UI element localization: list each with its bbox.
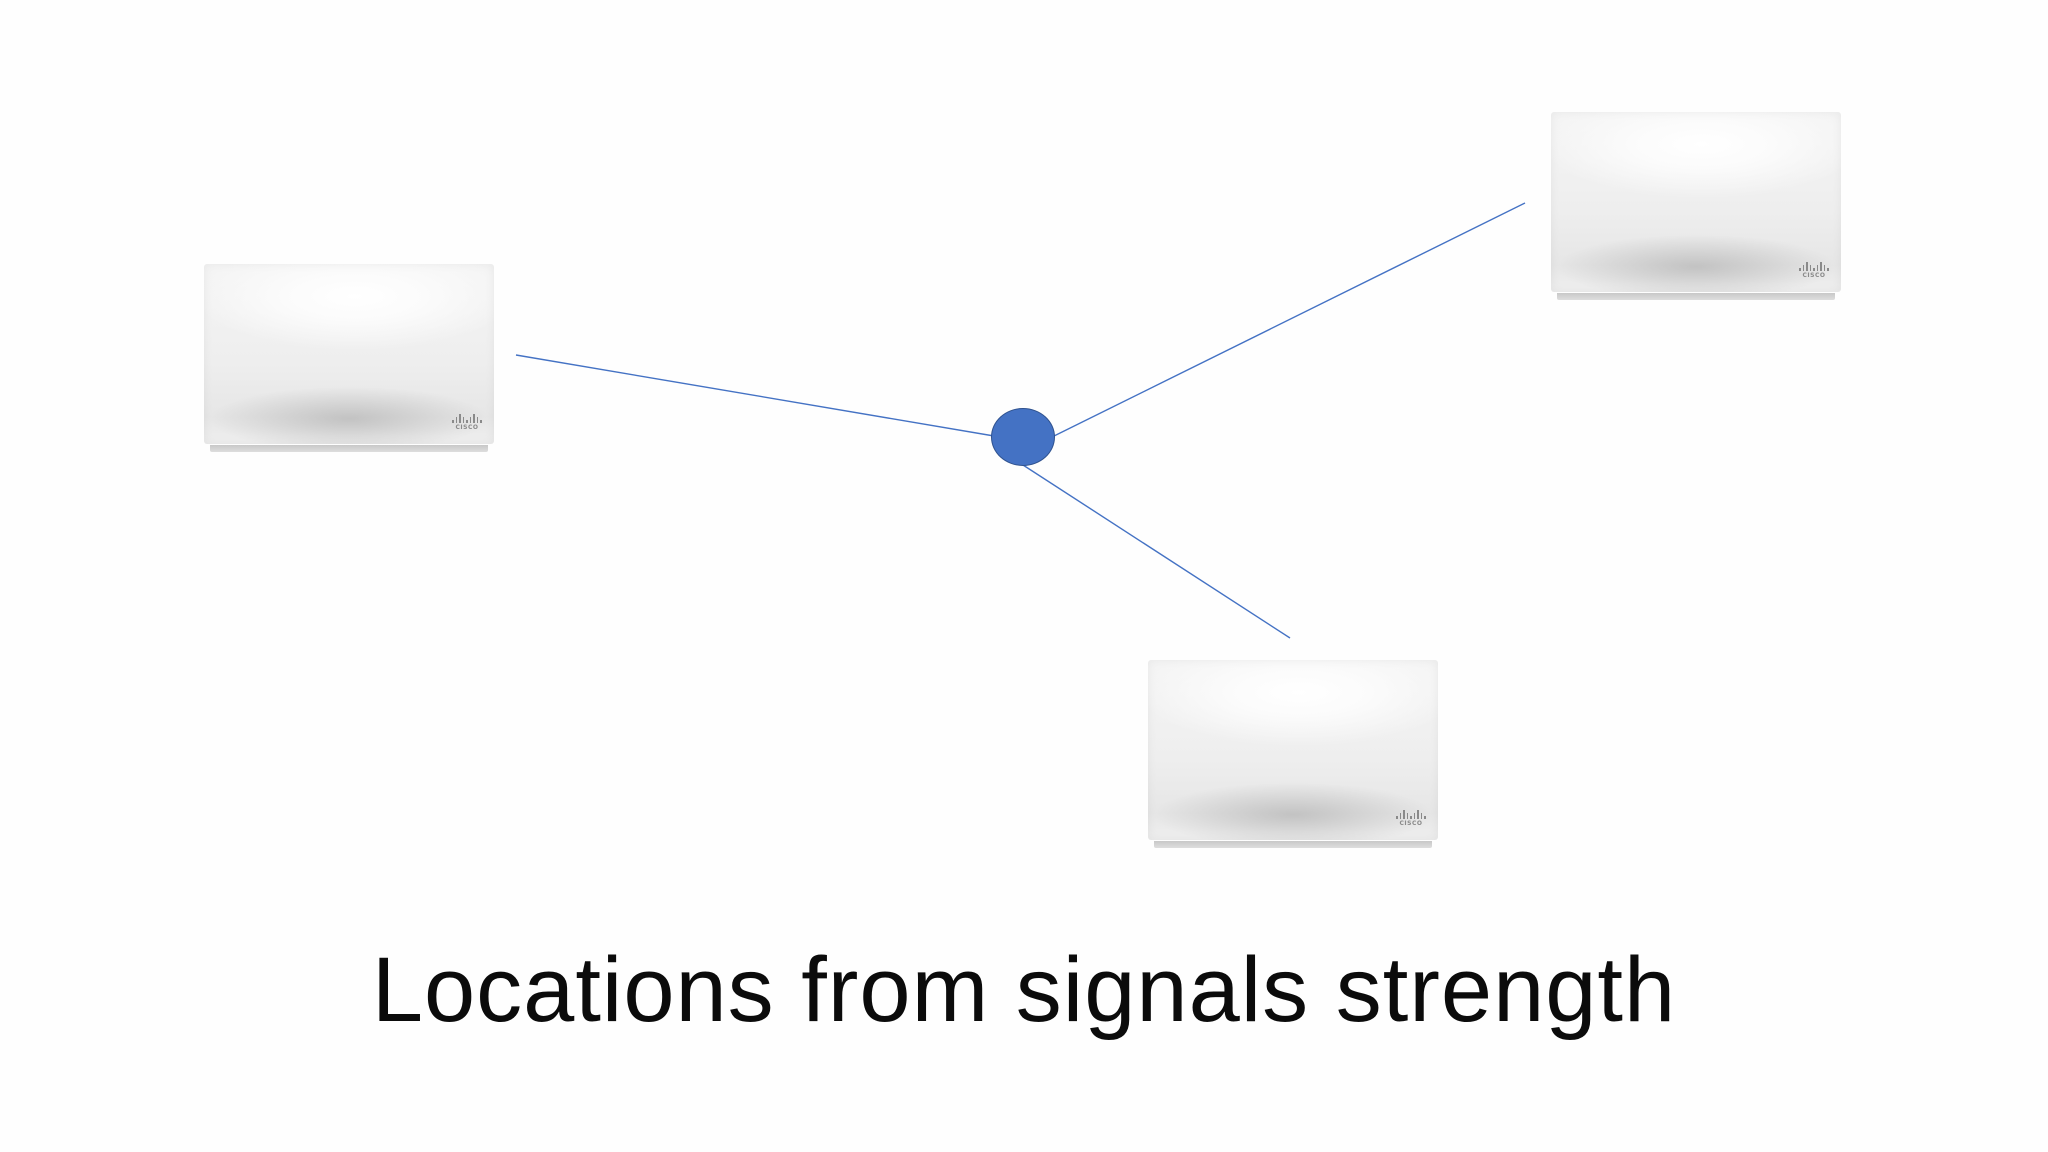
signal-line-right — [1051, 202, 1526, 438]
access-point-bottom: CISCO — [1148, 660, 1438, 848]
signal-line-left — [515, 354, 1001, 438]
access-point-left: CISCO — [204, 264, 494, 452]
signal-line-bottom — [1022, 464, 1291, 639]
slide-caption: Locations from signals strength — [371, 939, 1677, 1041]
cisco-logo-text: CISCO — [455, 424, 479, 431]
access-point-right: CISCO — [1551, 112, 1841, 300]
cisco-logo: CISCO — [1799, 262, 1829, 280]
cisco-logo-text: CISCO — [1399, 820, 1423, 827]
cisco-logo: CISCO — [452, 414, 482, 432]
cisco-logo: CISCO — [1396, 810, 1426, 828]
client-device-dot — [991, 408, 1055, 466]
cisco-logo-text: CISCO — [1802, 272, 1826, 279]
